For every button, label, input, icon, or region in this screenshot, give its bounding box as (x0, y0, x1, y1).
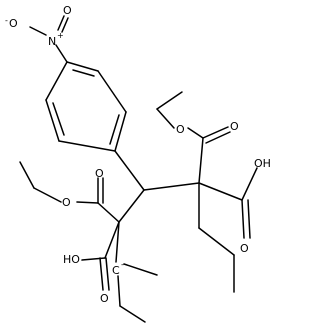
bond-ester1-double-b (205, 131, 231, 144)
molecule-diagram: O - N + O O O OH O O O HO O C - (5, 4, 271, 323)
bond-c-to-quaternary (115, 221, 120, 263)
atom-nitro-n: N (48, 35, 56, 48)
bond-ethyl-2 (119, 305, 146, 323)
bond-ethyl-1 (117, 275, 121, 307)
bond-ring-inner-2 (109, 114, 120, 145)
bond-acid1-c (198, 182, 243, 201)
bond-nitro-n-o-double-a (57, 15, 65, 31)
bond-ring-2 (97, 70, 127, 113)
atom-ester2-o-carbonyl: O (95, 167, 104, 180)
bond-nitro-n-o-double-b (61, 17, 69, 33)
atom-ester1-o-carbonyl: O (230, 120, 239, 133)
bond-acid2-oh (81, 257, 106, 261)
bond-ester1-o-ch2 (156, 108, 175, 129)
structure-canvas: O - N + O O O OH O O O HO O C - (5, 4, 271, 323)
bond-ring-1 (66, 61, 99, 72)
bond-acid2-double-b (105, 257, 110, 291)
bond-ch-c-left (118, 189, 145, 223)
charge-nitro-plus: + (57, 31, 64, 40)
bond-ester1-c-carbonyl (198, 137, 204, 184)
charge-quaternary-minus: - (121, 260, 124, 269)
bond-ester2-o-ch2 (33, 187, 62, 203)
bond-ester2-c (97, 202, 120, 223)
bond-acid2-c (104, 221, 120, 259)
bond-ester2-ch2-ch3 (19, 161, 35, 189)
atom-quaternary-c: C (112, 264, 120, 277)
bond-ring-ch (114, 150, 145, 191)
atom-acid1-oh: OH (254, 157, 271, 170)
bond-acid2-double-a (99, 257, 104, 291)
bond-ring-6 (45, 61, 68, 101)
bond-ester1-double-a (202, 126, 229, 139)
atom-ester1-o-ether: O (176, 123, 185, 136)
bond-acid1-double-a (241, 199, 245, 239)
bond-nitro-o-n (29, 26, 47, 36)
atom-nitro-o-minus: O (9, 17, 18, 30)
atom-acid2-o-carbonyl: O (100, 292, 109, 305)
bond-propyl-2 (198, 227, 235, 256)
bond-acid1-double-b (247, 199, 251, 239)
bond-ch-c-right (143, 182, 200, 191)
bond-methyl (123, 263, 158, 276)
bond-ring-3 (114, 111, 127, 152)
bond-ring-inner-1 (72, 69, 95, 77)
charge-nitro-minus: - (5, 16, 8, 25)
bond-ester1-o-link (187, 127, 204, 139)
atom-acid1-o-carbonyl: O (240, 242, 249, 255)
bond-nitro-n-ring (55, 44, 68, 63)
atom-nitro-o: O (63, 4, 72, 17)
bond-ester1-ch2-ch3 (156, 91, 183, 110)
atom-ester2-o-ether: O (62, 196, 71, 209)
bond-ring-inner-3 (52, 102, 65, 136)
bond-ring-5 (45, 99, 60, 142)
bond-acid1-oh (241, 167, 258, 201)
bond-ester2-o-link (76, 201, 99, 204)
bond-ring-4 (58, 140, 116, 152)
atom-acid2-ho: HO (63, 253, 80, 266)
